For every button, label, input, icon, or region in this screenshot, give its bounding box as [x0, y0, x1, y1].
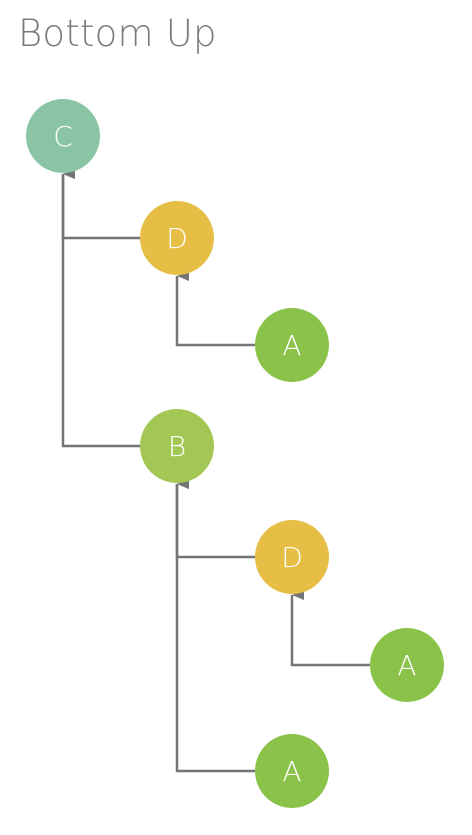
node-label: B — [168, 430, 186, 463]
node-a2: A — [370, 628, 444, 702]
node-d1: D — [140, 201, 214, 275]
node-label: A — [397, 649, 416, 682]
edge-b1-to-c1 — [61, 169, 140, 448]
edge-a2-to-d2 — [290, 590, 370, 667]
edge-d2-to-b1 — [175, 479, 255, 559]
node-label: A — [282, 755, 301, 788]
node-circle — [370, 628, 444, 702]
node-circle — [140, 201, 214, 275]
nodes-group: C D A B D A A — [26, 99, 444, 808]
edge-a3-to-b1 — [175, 479, 255, 773]
node-label: D — [166, 222, 188, 255]
node-circle — [26, 99, 100, 173]
diagram-title: Bottom Up — [18, 12, 217, 55]
node-b1: B — [140, 409, 214, 483]
node-circle — [140, 409, 214, 483]
node-c1: C — [26, 99, 100, 173]
node-label: C — [53, 120, 73, 153]
node-a3: A — [255, 734, 329, 808]
node-circle — [255, 308, 329, 382]
edges-group — [61, 169, 370, 773]
node-label: D — [281, 541, 303, 574]
node-circle — [255, 734, 329, 808]
node-circle — [255, 520, 329, 594]
edge-a1-to-d1 — [175, 271, 255, 347]
edge-d1-to-c1 — [61, 169, 140, 240]
node-a1: A — [255, 308, 329, 382]
node-d2: D — [255, 520, 329, 594]
node-label: A — [282, 329, 301, 362]
